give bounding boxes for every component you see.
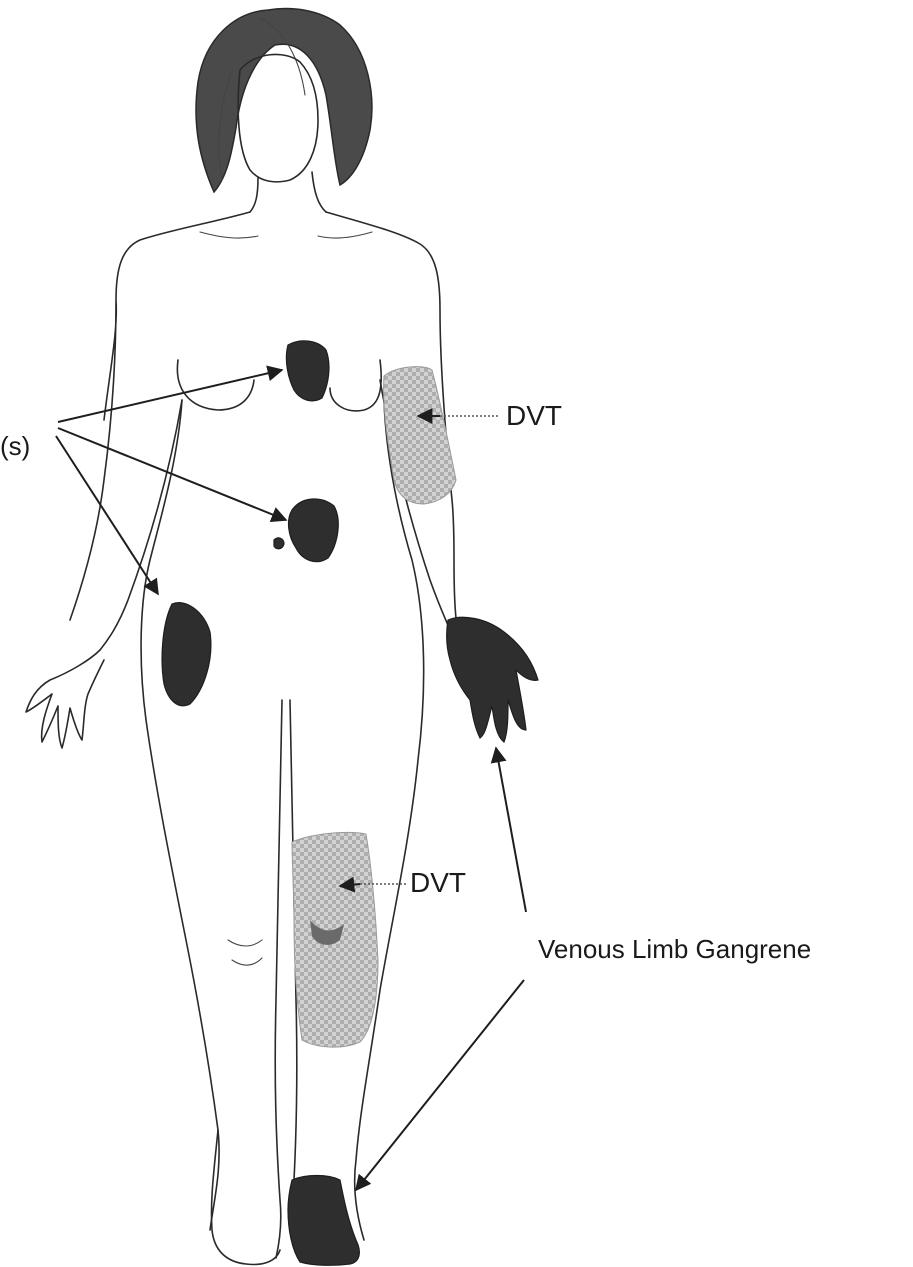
neck [312, 172, 326, 212]
inner-leg-left [275, 700, 282, 1258]
label-dvt-leg: DVT [410, 867, 466, 898]
body-outline-right [326, 212, 456, 1240]
hair [196, 9, 372, 192]
lesion-breast [286, 341, 329, 401]
gangrene-hand [447, 617, 538, 742]
knee-mark [228, 940, 262, 946]
collarbone [318, 232, 372, 238]
body-outline-left [70, 212, 250, 1230]
label-dvt-arm: DVT [506, 400, 562, 431]
knee-mark [232, 958, 262, 965]
label-venous-limb-gangrene: Venous Limb Gangrene [538, 934, 811, 964]
arrow-to-gangrene-hand [496, 748, 526, 912]
hand-left [26, 650, 104, 748]
lesion-thigh [162, 603, 211, 706]
lesion-navel [274, 538, 284, 549]
gangrene-foot [288, 1176, 359, 1266]
lesion-abdomen [289, 499, 339, 562]
foot-left [211, 1130, 280, 1264]
collarbone [200, 232, 258, 238]
dvt-arm-region [384, 367, 456, 504]
breast-right [330, 360, 381, 411]
neck [250, 178, 258, 212]
arrow-to-abdomen-lesion [58, 428, 286, 520]
label-skin-necrosis-partial: (s) [0, 431, 30, 461]
arrow-to-gangrene-foot [356, 980, 524, 1190]
